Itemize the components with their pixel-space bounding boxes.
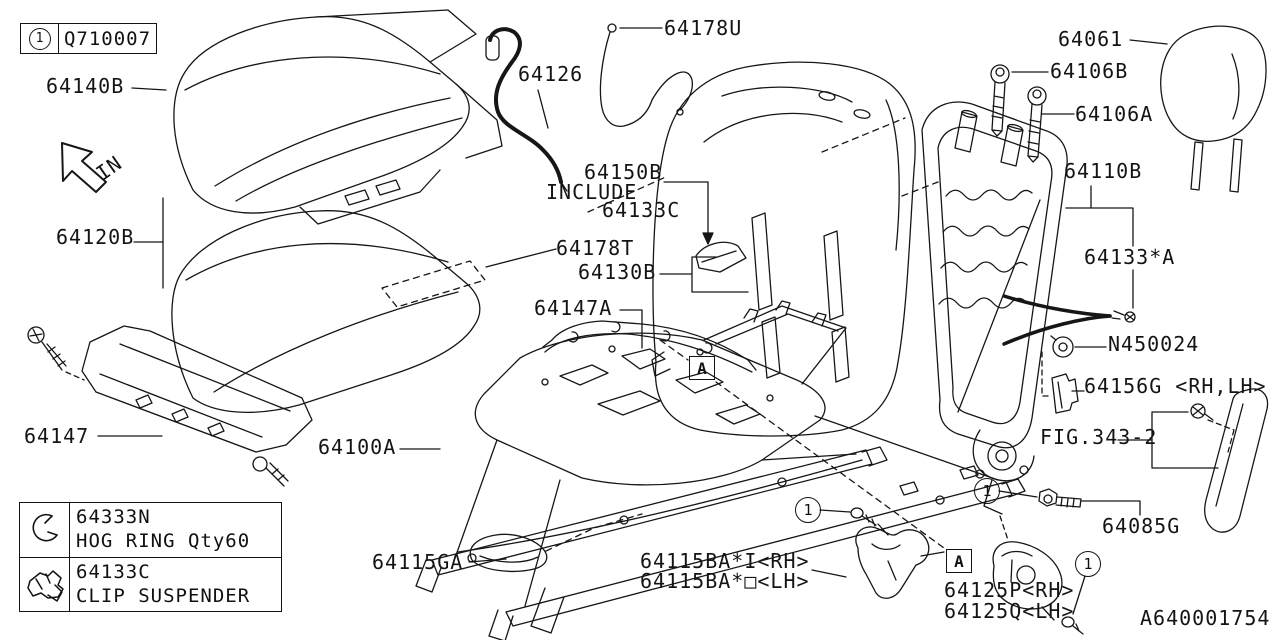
back-frame-art — [921, 101, 1136, 515]
callout-guide-a: 64106A — [1075, 102, 1154, 126]
callout-cushion-pad: 64120B — [56, 225, 135, 249]
callout-lumbar-include: INCLUDE — [546, 180, 638, 204]
right-fasteners-art — [1041, 335, 1269, 533]
fastener-1-marker-3: 1 — [1075, 551, 1101, 577]
cushion-pad-art — [133, 197, 557, 413]
legend-part-number: 64133C — [76, 560, 151, 583]
callout-wire-a: 64133*A — [1084, 245, 1176, 269]
callout-guide-b: 64106B — [1050, 59, 1129, 83]
legend-description: HOG RING Qty60 — [76, 530, 251, 553]
callout-recliner-lh: 64125Q<LH> — [944, 599, 1075, 623]
callout-nut: N450024 — [1108, 332, 1200, 356]
recliner-cover-art — [992, 488, 1141, 635]
callout-fig-ref: FIG.343-2 — [1040, 425, 1158, 449]
section-a-marker-1: A — [689, 356, 715, 380]
callout-harness-upper: 64178U — [664, 16, 743, 40]
legend-table: 64333N HOG RING Qty60 64133C CLIP SUSPEN… — [19, 502, 282, 612]
ref-marker-cell: 1 — [21, 24, 59, 53]
callout-frame-assembly: 64100A — [318, 435, 397, 459]
callout-rail-cover: 64147 — [24, 424, 90, 448]
fastener-1-marker-1: 1 — [795, 497, 821, 523]
legend-description: CLIP SUSPENDER — [76, 584, 251, 607]
callout-lumbar-part: 64150B — [584, 160, 663, 184]
section-a-marker-2: A — [946, 549, 972, 573]
rail-cover-art — [27, 325, 313, 487]
callout-cushion-cover: 64140B — [46, 74, 125, 98]
headrest-art — [990, 25, 1267, 193]
circled-1-icon: 1 — [28, 27, 51, 50]
inner-cover-art — [468, 513, 643, 572]
callout-back-frame: 64110B — [1064, 159, 1143, 183]
hog-ring-icon — [20, 503, 70, 557]
callout-lumbar-clip: 64133C — [602, 198, 681, 222]
cushion-cover-art — [131, 9, 503, 225]
callout-pan-wire: 64147A — [534, 296, 613, 320]
seat-wire-art — [485, 27, 568, 192]
diagram-code: A640001754 — [1140, 606, 1271, 630]
legend-part-number: 64333N — [76, 506, 151, 529]
callout-inner-cover: 64115GA — [372, 550, 464, 574]
callout-recliner-rh: 64125P<RH> — [944, 578, 1075, 602]
in-arrow-icon — [61, 142, 107, 193]
ref-part-number: Q710007 — [63, 27, 152, 50]
slide-bracket-art — [811, 507, 945, 599]
callout-harness-t: 64178T — [556, 236, 635, 260]
callout-headrest: 64061 — [1058, 27, 1124, 51]
callout-back-cover: 64130B — [578, 260, 657, 284]
ref-number-box: 1 Q710007 — [20, 23, 157, 54]
callout-bracket-rh: 64115BA*I<RH> — [640, 549, 810, 573]
callout-seat-wire: 64126 — [518, 62, 584, 86]
callout-bracket-lh: 64115BA*□<LH> — [640, 569, 810, 593]
pan-wire-art — [542, 309, 945, 549]
callout-pivot-bolt: 64085G — [1102, 514, 1181, 538]
legend-row-hog-ring: 64333N HOG RING Qty60 — [20, 503, 281, 557]
callout-guide-clip: 64156G <RH,LH> — [1084, 374, 1267, 398]
legend-row-clip-suspender: 64133C CLIP SUSPENDER — [20, 556, 281, 611]
back-cover-art — [587, 61, 939, 437]
fastener-1-marker-2: 1 — [974, 478, 1000, 504]
suspender-clip-icon — [20, 557, 70, 611]
